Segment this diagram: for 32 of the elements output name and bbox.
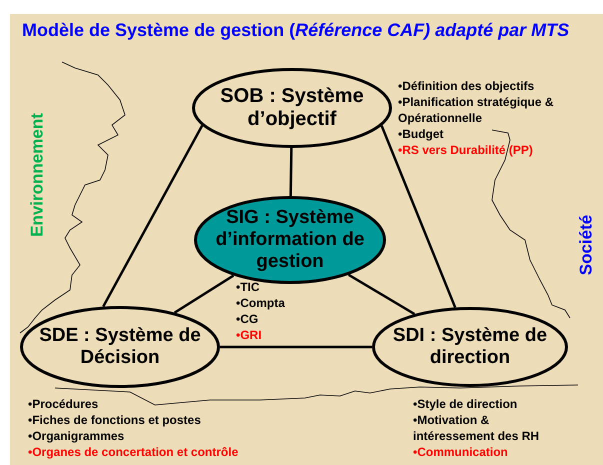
side-label: Société [575,214,596,276]
bullet-item: •RS vers Durabilité (PP) [398,142,534,158]
system-ellipse [192,68,392,148]
system-ellipse [372,307,568,387]
bullet-item: •Planification stratégique & Opérationnelle [398,94,555,126]
system-ellipse [20,306,220,388]
title: Modèle de Système de gestion (Référence CAF) adapté par MTS [22,19,570,42]
bullet-item: •Définition des objectifs [398,78,536,94]
bullet-item: •Organes de concertation et contrôle [28,444,240,460]
bullet-item: •Budget [398,126,445,142]
connector-line [348,274,416,316]
system-name: SDI : Système de direction [392,325,548,369]
system-name: SOB : Système d’objectif [219,85,365,131]
connector-line [289,148,293,196]
bullet-item: •Communication [413,444,509,460]
connector-line [102,124,204,308]
bullet-item: •Style de direction [413,396,518,412]
side-label: Environnement [26,113,48,237]
system-name: SIG : Système d’information de gestion [214,207,366,273]
system-name: SDE : Système de Décision [38,325,202,369]
bullet-item: •Organigrammes [28,428,126,444]
bullet-item: •Procédures [28,396,100,412]
bullet-item: •CG [236,311,260,327]
bullet-item: •Fiches de fonctions et postes [28,412,202,428]
connector-line [220,346,372,348]
bullet-item: •Motivation & intéressement des RH [413,412,540,444]
system-ellipse [194,196,386,284]
connector-line [380,125,456,308]
bullet-item: •TIC [236,279,261,295]
bullet-item: •Compta [236,295,286,311]
bullet-item: •GRI [236,327,263,343]
connector-line [174,274,234,314]
